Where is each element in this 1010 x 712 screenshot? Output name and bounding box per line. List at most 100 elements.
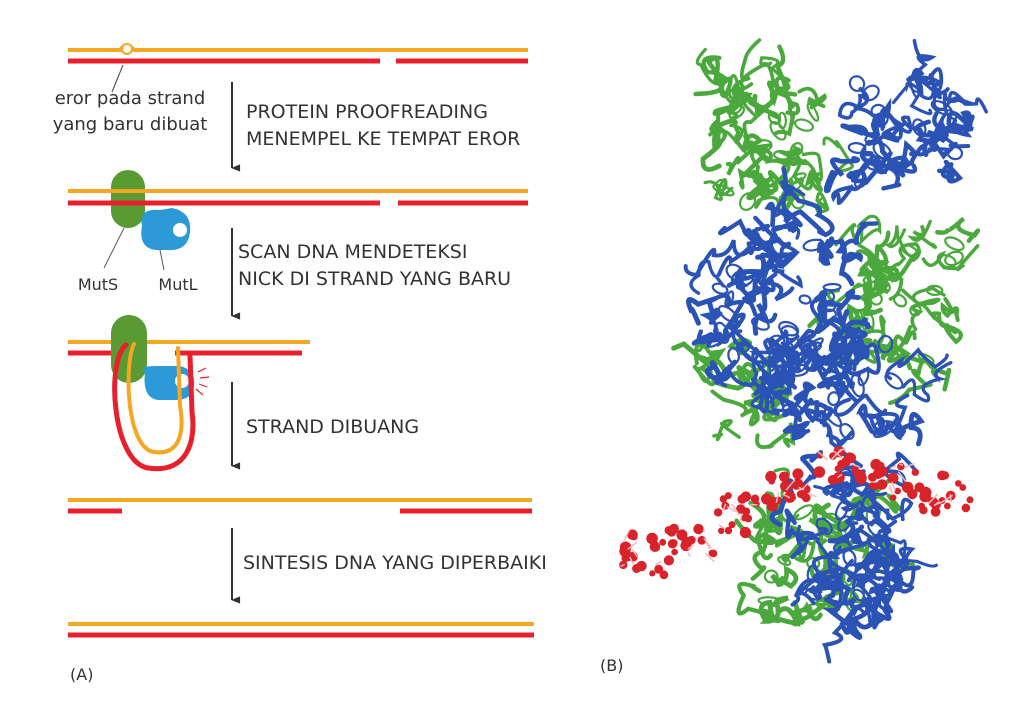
dna-base-pair [904,462,915,468]
helix-coil [834,499,850,521]
ribbon-segment [735,344,795,380]
dna-base-pair [775,492,780,504]
helix-coil [804,589,822,601]
ribbon-segment [683,239,752,278]
ribbon-segment [817,558,854,592]
dna-base-pair [722,503,727,512]
ribbon-segment [784,508,815,542]
dna-atom [966,496,974,504]
ribbon-segment [914,115,944,138]
dna-row-2 [68,170,528,271]
dna-atom [959,484,967,491]
dna-atom [816,452,824,459]
dna-atom [829,452,837,460]
dna-atom [713,508,723,517]
dna-atom [780,480,792,493]
dna-atom [627,529,638,540]
dna-atom [739,526,752,539]
mutS-label: MutS [78,275,118,294]
dna-atom [778,471,790,482]
ribbon-segment [696,312,746,345]
dna-atom [753,500,760,507]
helix-coil [714,321,730,344]
helix-coil [717,304,739,324]
step-2-line2: NICK DI STRAND YANG BARU [238,268,511,290]
mutL-pointer [159,249,165,271]
dna-row-5 [68,622,534,638]
panel-a: eror pada strand yang baru dibuat PROTEI… [53,43,547,684]
helix-coil [806,556,821,570]
mutL-hole [173,223,187,237]
dna-atom [834,465,842,472]
ribbon-segment [823,155,861,194]
dna-atom [659,570,669,580]
mutS-pointer [103,227,125,269]
helix-coil [777,555,792,567]
helix-coil [727,347,740,365]
ribbon-segment [804,169,823,193]
dna-atom [761,493,773,505]
ribbon-segment [758,371,797,393]
helix-coil [822,282,842,292]
dna-atom [911,468,919,476]
ribbon-segment [901,360,953,403]
dna-atom [940,471,950,480]
dna-base-pair [627,541,638,550]
dna-atom [876,479,888,490]
dna-atom [728,521,736,529]
ribbon-segment [712,418,741,442]
ribbon-segment [758,147,791,198]
dna-base-pair [654,561,662,566]
dna-base-pair [739,514,743,522]
dna-atom [736,504,746,514]
dna-base-pair [891,481,896,492]
dna-atom [709,549,718,558]
dna-base-pair [629,556,635,566]
dna-base-pair [726,506,737,513]
dna-atom [961,503,971,513]
dna-base-pair [687,544,694,550]
ribbon-segment [935,216,981,243]
ribbon-segment [854,551,893,578]
ribbon-segment [853,554,915,594]
helix-coil [789,358,807,374]
helix-coil [946,145,964,161]
helix-coil [809,174,821,187]
helix-coil [853,178,867,189]
dna-row-3 [68,315,310,472]
ribbon-segment [710,389,760,422]
error-label-line1: eror pada strand [55,88,206,109]
dna-atom [870,458,882,471]
old-strand [68,43,528,52]
helix-coil [847,142,867,154]
ribbon-segment [907,219,938,249]
ribbon-segment [748,500,779,529]
ribbon-segment [709,109,728,153]
ribbon-segment [740,133,769,179]
ribbon-segment [870,587,894,625]
helix-coil [925,284,944,297]
ribbon-segment [758,244,801,286]
dna-atom [872,468,884,479]
ribbon-segment [823,597,892,630]
helix-coil [870,103,887,120]
helix-coil [725,263,746,282]
helix-coil [750,316,770,331]
ribbon-segment [828,379,859,404]
nick-marks [195,367,210,396]
ribbon-segment [769,329,790,371]
step-3-line1: STRAND DIBUANG [246,416,419,438]
ribbon-segment [685,296,719,326]
helix-coil [711,282,729,295]
dna-atom [833,471,845,484]
ribbon-segment [813,484,860,512]
dna-base-pair [927,493,939,505]
helix-coil [930,99,953,116]
ribbon-segment [854,249,904,301]
ribbon-segment [689,259,725,295]
ribbon-segment [910,38,937,81]
step-1-line2: MENEMPEL KE TEMPAT EROR [246,128,520,150]
dna-base-pair [704,552,715,563]
dna-base-pair [933,500,940,507]
ribbon-segment [737,145,768,190]
